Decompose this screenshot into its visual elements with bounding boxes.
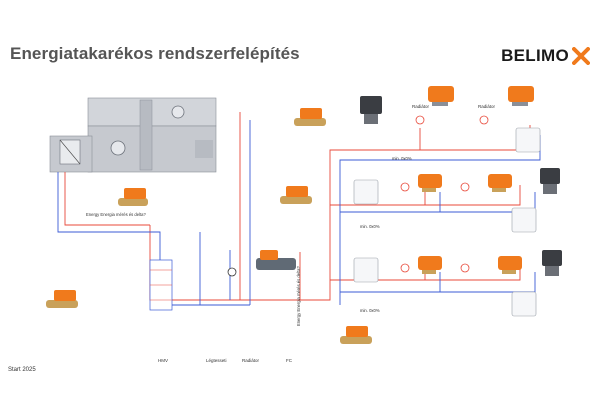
valve-actuator-fc-1: [418, 174, 442, 192]
valve-actuator-bottom: [340, 326, 372, 344]
valve-actuator-top: [294, 108, 326, 126]
footer-text: Start 2025: [8, 367, 36, 373]
hot-water-tank: [149, 259, 173, 311]
pressure-sensor-1: [360, 96, 382, 124]
brand-mark-icon: [572, 47, 590, 65]
label-fc: FC: [286, 358, 293, 363]
valve-actuator-fc-3: [418, 256, 442, 274]
valve-actuator-radiator-2: [508, 86, 534, 106]
label-energy-left: Energy Energia mérés és delta?: [86, 212, 146, 217]
label-hmv: HMV: [158, 358, 168, 363]
label-min-flow-2: min. 0x0%: [360, 224, 380, 229]
label-min-flow-1: min. 0x0%: [392, 156, 412, 161]
room-thermostats: [353, 127, 541, 317]
pressure-sensor-3: [542, 250, 562, 276]
label-radiator-2: Radiátor: [478, 104, 496, 109]
return-pipes: [57, 120, 541, 306]
valve-actuator-fc-2: [488, 174, 512, 192]
label-legtechnika: Légtesseti: [206, 358, 227, 363]
label-energy-right: Energy Energia mérés és delta?: [296, 266, 301, 326]
thermostat-5: [511, 291, 537, 317]
label-min-flow-3: min. 0x0%: [360, 308, 380, 313]
slide-title: Energiatakarékos rendszerfelépítés: [10, 44, 300, 63]
thermostat-4: [353, 257, 379, 283]
valve-actuator-mid: [280, 186, 312, 204]
thermostat-3: [511, 207, 537, 233]
pressure-sensor-2: [540, 168, 560, 194]
pressure-sensors: [360, 96, 562, 276]
thermostat-1: [515, 127, 541, 153]
thermostat-2: [353, 179, 379, 205]
valve-actuator-radiator-1: [428, 86, 454, 106]
valve-actuators: [46, 86, 534, 344]
valve-actuator-ahu: [118, 188, 148, 206]
valve-actuator-fc-4: [498, 256, 522, 274]
brand-name: BELIMO: [501, 46, 569, 65]
radiator-symbols: [227, 115, 489, 277]
air-handling-unit: [49, 97, 217, 173]
valve-actuator-left: [46, 290, 78, 308]
brand-logo: BELIMO: [501, 46, 590, 66]
label-radiator-circuit: Radiátor: [242, 358, 260, 363]
label-radiator-1: Radiátor: [412, 104, 430, 109]
valve-actuator-main: [256, 250, 296, 270]
